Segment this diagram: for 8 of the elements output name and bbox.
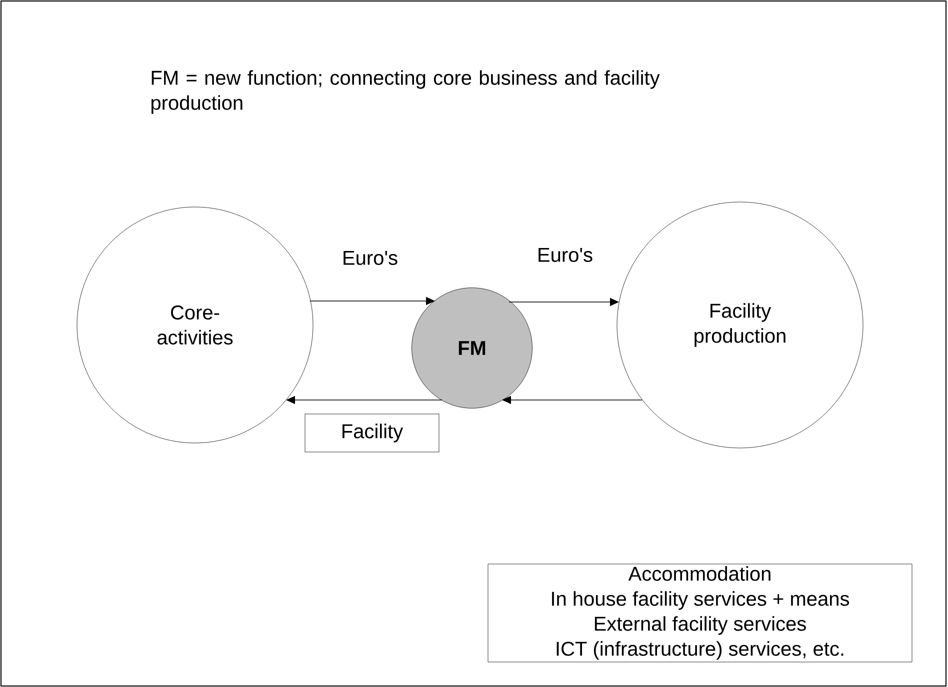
edge-label: Euro's <box>536 247 594 263</box>
text-box: Accommodation In house facility services + means External facility services ICT (infrastructure) services, etc. <box>488 564 912 662</box>
text-box: Facility <box>304 414 440 452</box>
circle-node: Facility production <box>616 202 864 448</box>
edge-label: Euro's <box>340 250 400 266</box>
circle-node: Core-activities <box>76 206 314 444</box>
title: FM = new function; connecting core business and facility production <box>152 70 660 114</box>
circle-node: FM <box>412 288 532 408</box>
